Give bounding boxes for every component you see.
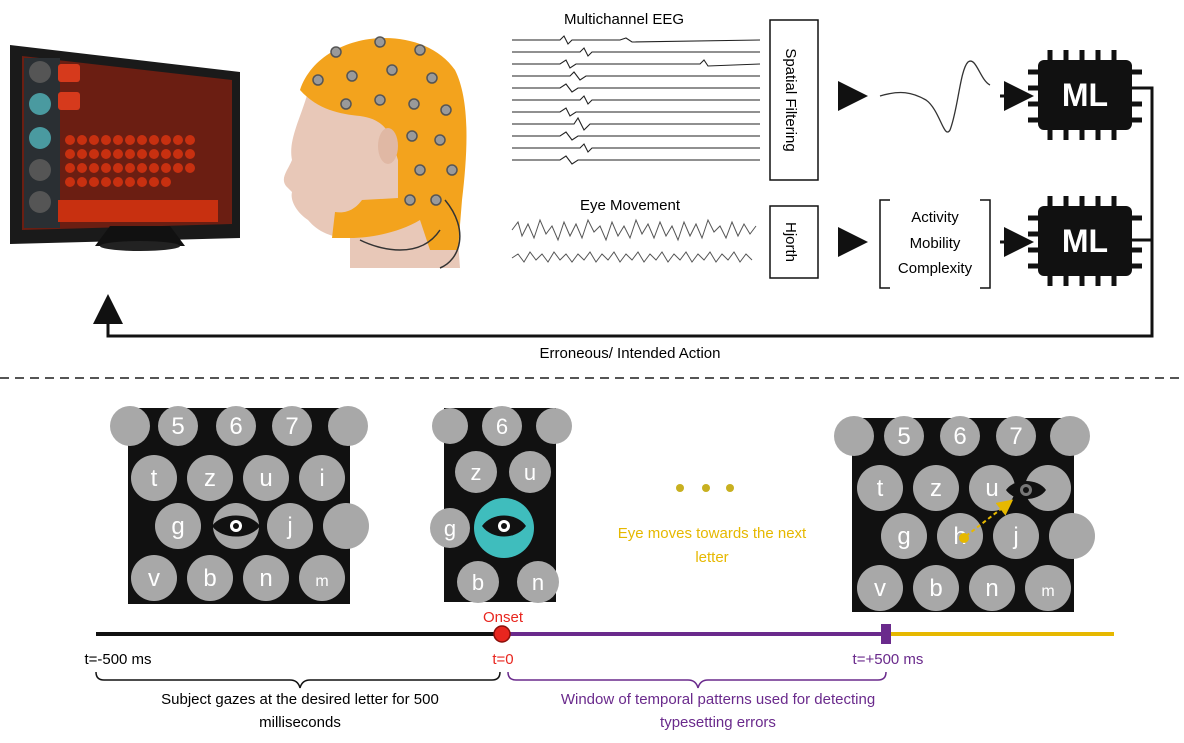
p3-num-6: 6 <box>953 423 966 450</box>
p1-key-n: n <box>259 565 272 592</box>
right-caption-line2: typesetting errors <box>660 714 776 731</box>
p3-key-z: z <box>930 475 942 502</box>
eeg-label: Multichannel EEG <box>564 11 684 28</box>
p1-num-6: 6 <box>229 413 242 440</box>
p1-num-5: 5 <box>171 413 184 440</box>
features-bracket-right <box>980 199 991 289</box>
p2-key-u: u <box>524 460 536 485</box>
monitor-illustration <box>10 45 240 251</box>
p1-key-t: t <box>151 465 158 492</box>
onset-marker <box>493 625 511 643</box>
p3-key-b: b <box>929 575 942 602</box>
p2-key-n: n <box>532 570 544 595</box>
p3-key-n: n <box>985 575 998 602</box>
spatial-filtering-box <box>769 19 819 181</box>
p3-num-7: 7 <box>1009 423 1022 450</box>
feedback-label: Erroneous/ Intended Action <box>540 345 721 362</box>
keyboard-panel-3: 5 6 7 t z u g h j v b n m <box>834 416 1095 612</box>
hjorth-box <box>769 205 819 279</box>
ml-chip-top: ML <box>1028 50 1142 140</box>
p1-key-z: z <box>204 465 216 492</box>
right-caption-line1: Window of temporal patterns used for det… <box>561 691 875 708</box>
p3-key-v: v <box>874 575 886 602</box>
left-caption-line2: milliseconds <box>259 714 341 731</box>
p1-key-i: i <box>319 465 324 492</box>
left-brace <box>95 671 501 689</box>
p3-num-5: 5 <box>897 423 910 450</box>
feature-complexity: Complexity <box>898 260 973 277</box>
t-end-label: t=+500 ms <box>853 651 924 668</box>
gaze-move-arrow <box>965 499 1014 537</box>
feature-activity: Activity <box>911 209 959 226</box>
p1-key-u: u <box>259 465 272 492</box>
keyboard-panel-2: 6 z u g b n <box>430 406 572 603</box>
eye-movement-label: Eye Movement <box>580 197 681 214</box>
p1-key-v: v <box>148 565 160 592</box>
p1-key-b: b <box>203 565 216 592</box>
feedback-loop-arrow <box>93 86 1154 338</box>
p2-key-g: g <box>444 516 456 541</box>
ml-chip-bottom: ML <box>1028 196 1142 286</box>
features-bracket-left <box>879 199 890 289</box>
eye-moves-text-line1: Eye moves towards the next <box>618 525 807 542</box>
p3-key-g: g <box>897 523 910 550</box>
left-caption-line1: Subject gazes at the desired letter for … <box>161 691 439 708</box>
p2-num-6: 6 <box>496 414 508 439</box>
erp-waveform <box>879 60 991 133</box>
p3-key-u: u <box>985 475 998 502</box>
onset-label: Onset <box>483 609 524 626</box>
p2-key-z: z <box>471 460 482 485</box>
p2-key-b: b <box>472 570 484 595</box>
head-eeg-cap-illustration <box>283 36 467 269</box>
eye-icon <box>1006 481 1046 499</box>
t-zero-label: t=0 <box>492 651 513 668</box>
ml-label-top: ML <box>1062 77 1108 113</box>
hjorth-label: Hjorth <box>782 222 799 262</box>
eeg-traces <box>512 35 761 165</box>
p3-key-m: m <box>1041 583 1054 600</box>
eye-moves-text-line2: letter <box>695 549 728 566</box>
p1-num-7: 7 <box>285 413 298 440</box>
ml-label-bottom: ML <box>1062 223 1108 259</box>
p1-key-j: j <box>286 513 292 540</box>
p1-key-m: m <box>315 573 328 590</box>
eye-movement-traces <box>511 218 757 263</box>
keyboard-panel-1: 5 6 7 t z u i g j v b n m <box>110 406 369 604</box>
right-brace <box>507 671 887 689</box>
eye-icon <box>482 515 526 537</box>
eye-icon <box>212 515 260 537</box>
spatial-filtering-label: Spatial Filtering <box>782 48 799 151</box>
feature-mobility: Mobility <box>910 235 961 252</box>
p3-key-t: t <box>877 475 884 502</box>
p1-key-g: g <box>171 513 184 540</box>
p3-key-j: j <box>1012 523 1018 550</box>
ellipsis-dots <box>676 484 734 492</box>
t-start-label: t=-500 ms <box>84 651 151 668</box>
end-window-marker <box>881 624 891 644</box>
